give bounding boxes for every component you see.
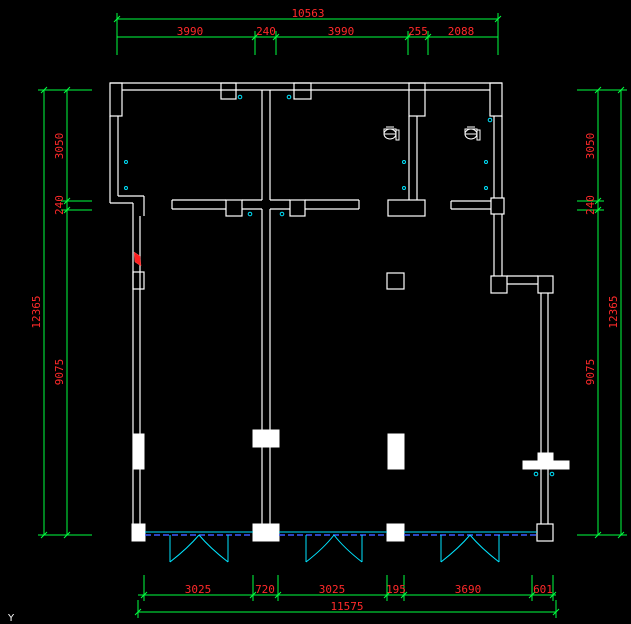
left-dimension-group: 12365 3050 240 9075 <box>30 86 92 539</box>
bottom-segment-2-text: 720 <box>255 583 275 596</box>
right-dimension-group: 12365 3050 240 9075 <box>577 86 627 539</box>
red-marker-icon <box>133 251 142 267</box>
left-segment-1-text: 3050 <box>53 133 66 160</box>
column-top-left <box>109 82 123 117</box>
door-2 <box>305 534 363 563</box>
storefront-glazing <box>145 531 537 563</box>
left-segment-3-text: 9075 <box>53 359 66 386</box>
left-overall-dim-text: 12365 <box>30 295 43 328</box>
top-segment-3-text: 3990 <box>328 25 355 38</box>
fixtures <box>124 94 555 477</box>
right-segment-1-text: 3050 <box>584 133 597 160</box>
right-segment-2-text: 240 <box>584 195 597 215</box>
column-top-right <box>489 82 503 117</box>
door-3 <box>440 534 500 563</box>
bottom-dimension-group: 3025 720 3025 195 3690 601 11575 <box>134 575 560 618</box>
column-center <box>386 272 405 290</box>
bottom-overall-dim-text: 11575 <box>330 600 363 613</box>
bottom-segment-6-text: 601 <box>533 583 553 596</box>
top-dimension-group: 10563 3990 240 3990 255 2088 <box>113 7 502 55</box>
top-segment-5-text: 2088 <box>448 25 475 38</box>
corner-axis-mark: Y <box>7 613 15 624</box>
bottom-segment-5-text: 3690 <box>455 583 482 596</box>
right-overall-dim-text: 12365 <box>607 295 620 328</box>
bottom-segment-3-text: 3025 <box>319 583 346 596</box>
toilet-icon <box>383 126 400 141</box>
right-segment-3-text: 9075 <box>584 359 597 386</box>
top-overall-dim-text: 10563 <box>291 7 324 20</box>
toilet-icon <box>464 126 481 141</box>
left-segment-2-text: 240 <box>53 195 66 215</box>
floor-plan-walls <box>109 82 570 542</box>
top-segment-2-text: 240 <box>256 25 276 38</box>
top-segment-4-text: 255 <box>408 25 428 38</box>
top-segment-1-text: 3990 <box>177 25 204 38</box>
door-1 <box>169 534 229 563</box>
bottom-segment-4-text: 195 <box>386 583 406 596</box>
bottom-segment-1-text: 3025 <box>185 583 212 596</box>
